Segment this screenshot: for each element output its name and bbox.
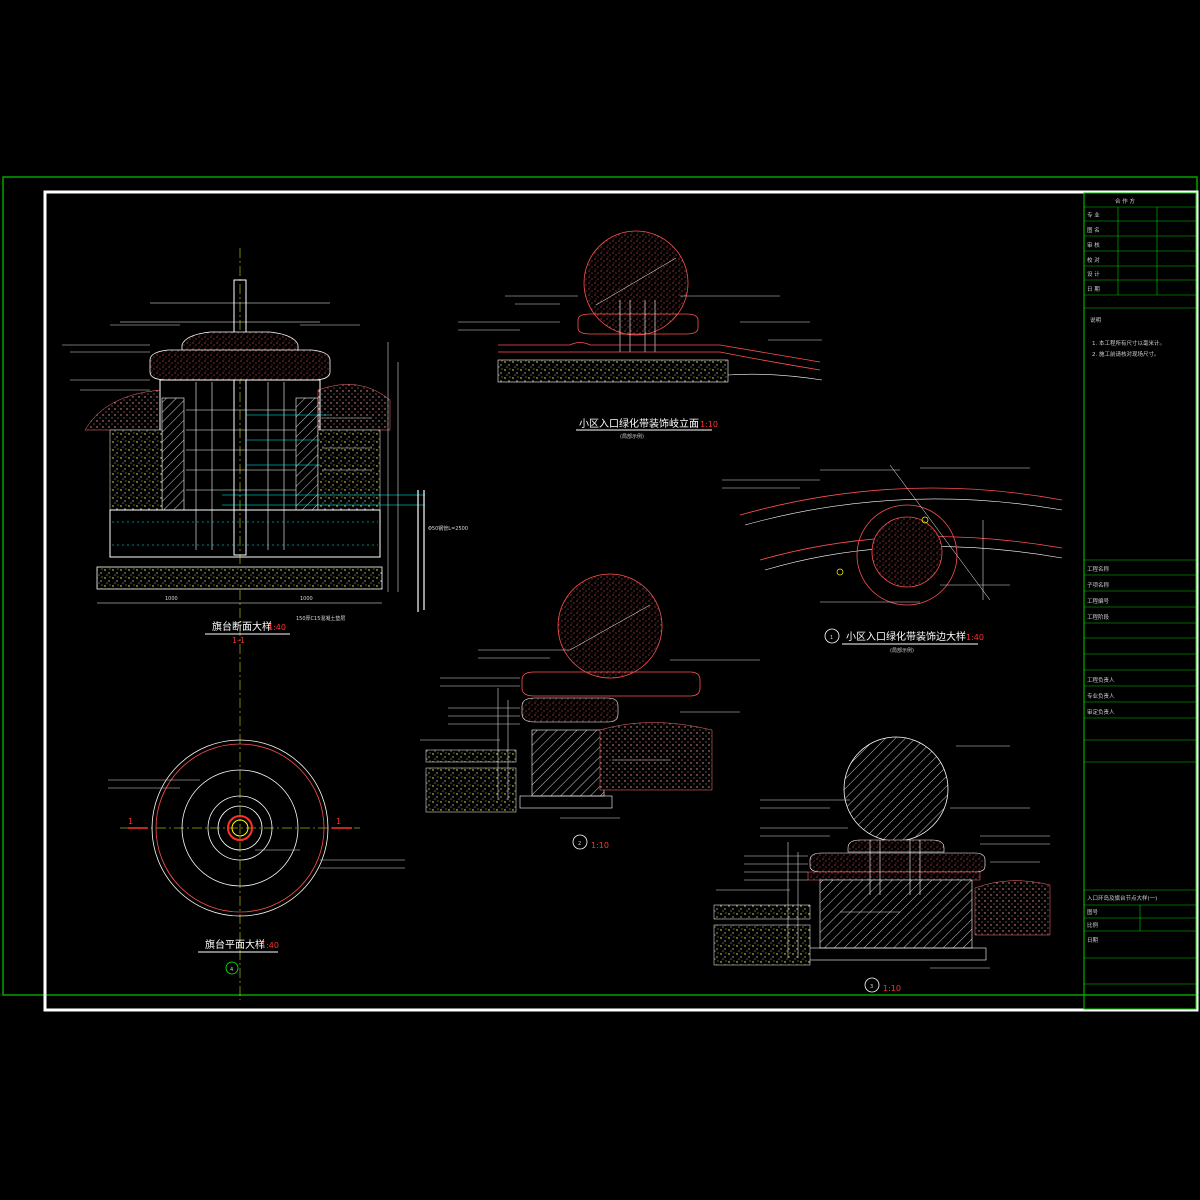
dim-width-left: 1000 — [165, 596, 178, 602]
entrance-plan-title: 小区入口绿化带装饰边大样 — [846, 630, 966, 643]
rebar-note: Φ50钢管L=2500 — [428, 525, 468, 532]
section-mark-left: 1 — [128, 817, 133, 826]
tb-row-2: 图 名 — [1087, 226, 1100, 234]
entrance-plan-scale: 1:40 — [966, 633, 984, 642]
detail-3-scale: 1:10 — [883, 984, 901, 993]
dim-width-right: 1000 — [300, 596, 313, 602]
tb-notes-title: 说明 — [1090, 316, 1102, 324]
flagpole-section-title: 旗台断面大样 — [212, 620, 272, 633]
detail-2-view: 2 1:10 — [420, 573, 760, 850]
tb-proj-1: 子项名称 — [1087, 581, 1110, 589]
tb-proj-4: 工程负责人 — [1087, 676, 1115, 684]
tb-row-0: 合 作 方 — [1115, 197, 1135, 205]
detail-2-number: 2 — [578, 841, 581, 847]
flagpole-plan-scale: 1:40 — [261, 941, 279, 950]
tb-note-1: 2. 施工前请核对现场尺寸。 — [1092, 350, 1160, 358]
tb-bottom-1: 比例 — [1087, 921, 1099, 929]
entrance-plan-view: 1 小区入口绿化带装饰边大样 1:40 (局部示例) — [722, 464, 1063, 654]
entrance-plan-number: 1 — [830, 635, 833, 641]
entrance-elevation-scale: 1:10 — [700, 420, 718, 429]
tb-note-0: 1. 本工程所有尺寸以毫米计。 — [1092, 339, 1165, 347]
tb-row-5: 设 计 — [1087, 270, 1100, 278]
entrance-elevation-view: 小区入口绿化带装饰岐立面 1:10 (局部示例) — [458, 230, 823, 440]
tb-proj-3: 工程阶段 — [1087, 613, 1110, 621]
tb-row-4: 校 对 — [1087, 256, 1100, 264]
tb-row-3: 审 核 — [1087, 241, 1100, 249]
detail-3-view: 3 1:10 — [713, 736, 1051, 993]
flagpole-plan-number: 4 — [230, 967, 233, 973]
section-mark-right: 1 — [336, 817, 341, 826]
flagpole-section-tag: 1-1 — [232, 636, 245, 645]
tb-proj-2: 工程编号 — [1087, 597, 1110, 605]
tb-bottom-0: 图号 — [1087, 908, 1099, 916]
entrance-elevation-title: 小区入口绿化带装饰岐立面 — [579, 417, 699, 430]
flagpole-section-view: 1000 1000 Φ50钢管L=2500 150厚C15混凝土垫层 旗台断面大… — [62, 248, 468, 1000]
tb-proj-0: 工程名称 — [1087, 565, 1110, 573]
tb-row-6: 日 期 — [1087, 286, 1100, 293]
tb-proj-5: 专业负责人 — [1087, 692, 1115, 700]
entrance-elevation-note: (局部示例) — [620, 433, 644, 440]
inner-border — [43, 190, 1199, 1012]
tb-proj-6: 审定负责人 — [1087, 708, 1115, 716]
flagpole-plan-view: 1 1 旗台平面大样 1:40 4 — [108, 739, 405, 975]
tb-row-1: 专 业 — [1087, 211, 1100, 219]
flagpole-section-scale: 1:40 — [268, 623, 286, 632]
c15-note: 150厚C15混凝土垫层 — [296, 615, 345, 622]
detail-3-number: 3 — [870, 984, 873, 990]
detail-2-scale: 1:10 — [591, 841, 609, 850]
title-block: 合 作 方 专 业 图 名 审 核 校 对 设 计 日 期 说明 1. 本工程所… — [1083, 192, 1197, 1010]
flagpole-plan-title: 旗台平面大样 — [205, 938, 265, 951]
tb-drawing-name: 入口环岛及旗台节点大样(一) — [1087, 894, 1157, 902]
tb-bottom-2: 日期 — [1087, 937, 1099, 944]
entrance-plan-note: (局部示例) — [890, 647, 914, 654]
